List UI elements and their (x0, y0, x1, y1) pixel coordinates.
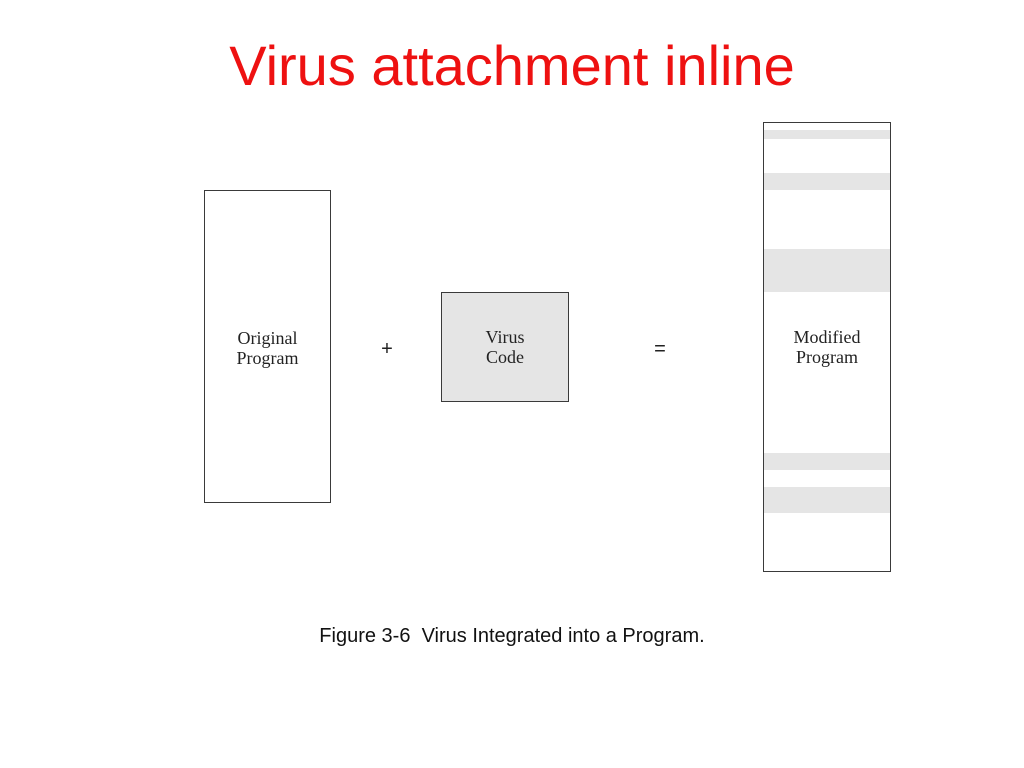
original-program-label-line-2: Program (236, 348, 299, 368)
virus-band (764, 453, 890, 470)
virus-band (764, 487, 890, 513)
virus-code-label-line-1: Virus (485, 327, 525, 347)
slide-title: Virus attachment inline (229, 34, 795, 97)
modified-program-box: Modified Program (763, 122, 891, 572)
figure-caption: Figure 3-6 Virus Integrated into a Progr… (319, 625, 705, 647)
original-program-box: Original Program (204, 190, 331, 503)
virus-code-label: Virus Code (442, 327, 568, 367)
virus-band (764, 173, 890, 190)
modified-program-label-line-1: Modified (793, 327, 861, 347)
original-program-label: Original Program (205, 328, 330, 368)
virus-band (764, 249, 890, 292)
virus-code-label-line-2: Code (486, 347, 524, 367)
virus-band (764, 130, 890, 139)
modified-program-label: Modified Program (764, 327, 890, 367)
modified-program-label-line-2: Program (796, 347, 858, 367)
equals-sign: = (654, 338, 666, 360)
original-program-label-line-1: Original (237, 328, 298, 348)
virus-code-box: Virus Code (441, 292, 569, 402)
plus-sign: + (381, 338, 393, 360)
